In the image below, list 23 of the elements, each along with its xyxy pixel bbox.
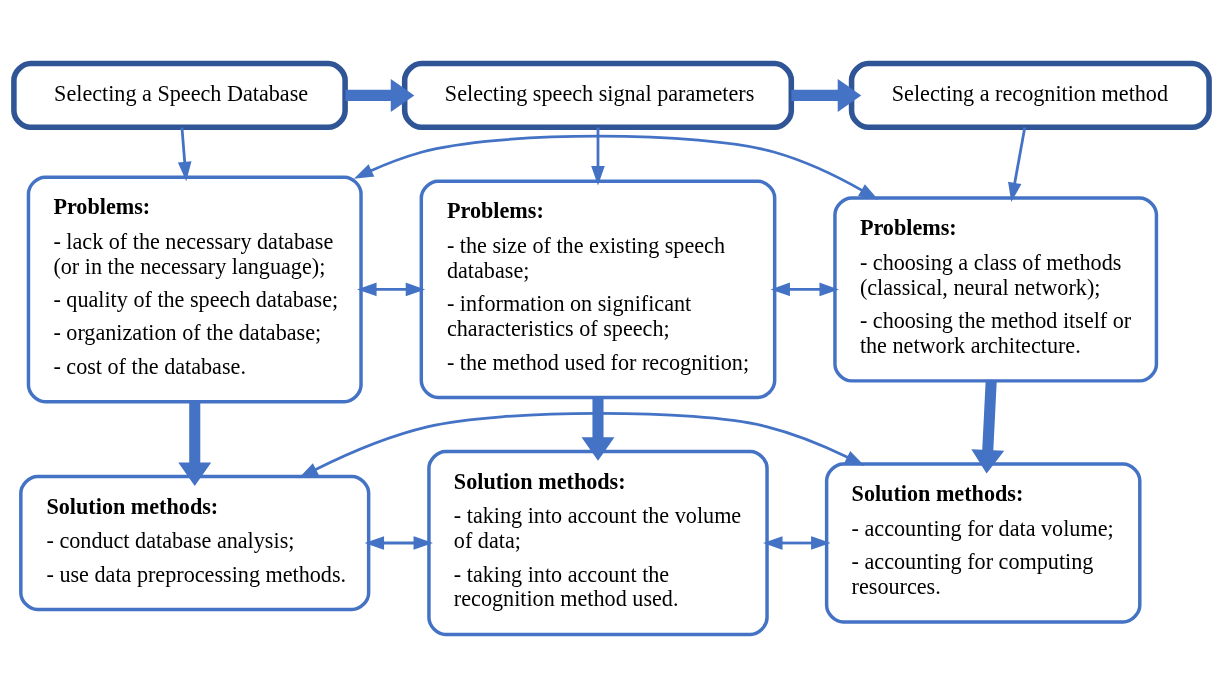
- arrow: [591, 127, 605, 186]
- arrow: [763, 536, 831, 550]
- node-box: Solution methods: - taking into account the volume of data; - taking into account the recognition method used.: [427, 449, 769, 637]
- node-box: Selecting a Speech Database: [11, 60, 348, 131]
- node-box: Solution methods: - conduct database analysis; - use data preprocessing methods.: [19, 474, 371, 612]
- arrow: [791, 78, 862, 112]
- arrow: [1008, 127, 1027, 203]
- arrow: [971, 380, 1005, 474]
- node-box: Selecting speech signal parameters: [401, 60, 795, 131]
- arrow: [770, 282, 839, 297]
- arrow: [298, 411, 865, 479]
- arrow: [364, 536, 433, 550]
- arrow: [353, 134, 879, 200]
- node-box: Problems: - choosing a class of methods (classical, neural network); - choosing the method itself or the network architecture.: [833, 196, 1159, 383]
- arrow: [581, 397, 615, 461]
- arrow: [357, 282, 426, 297]
- arrow: [345, 78, 415, 112]
- node-box: Problems: - the size of the existing speech database; - information on significant characteristics of speech; - the method used for recognition;: [419, 179, 777, 400]
- node-box: Problems: - lack of the necessary database (or in the necessary language); - quality of the speech database; - organization of the database; - cost of the database.: [26, 175, 363, 404]
- arrow: [178, 401, 212, 486]
- node-box: Selecting a recognition method: [848, 60, 1212, 131]
- arrow: [177, 127, 192, 182]
- node-box: Solution methods: - accounting for data volume; - accounting for computing resources.: [824, 462, 1142, 624]
